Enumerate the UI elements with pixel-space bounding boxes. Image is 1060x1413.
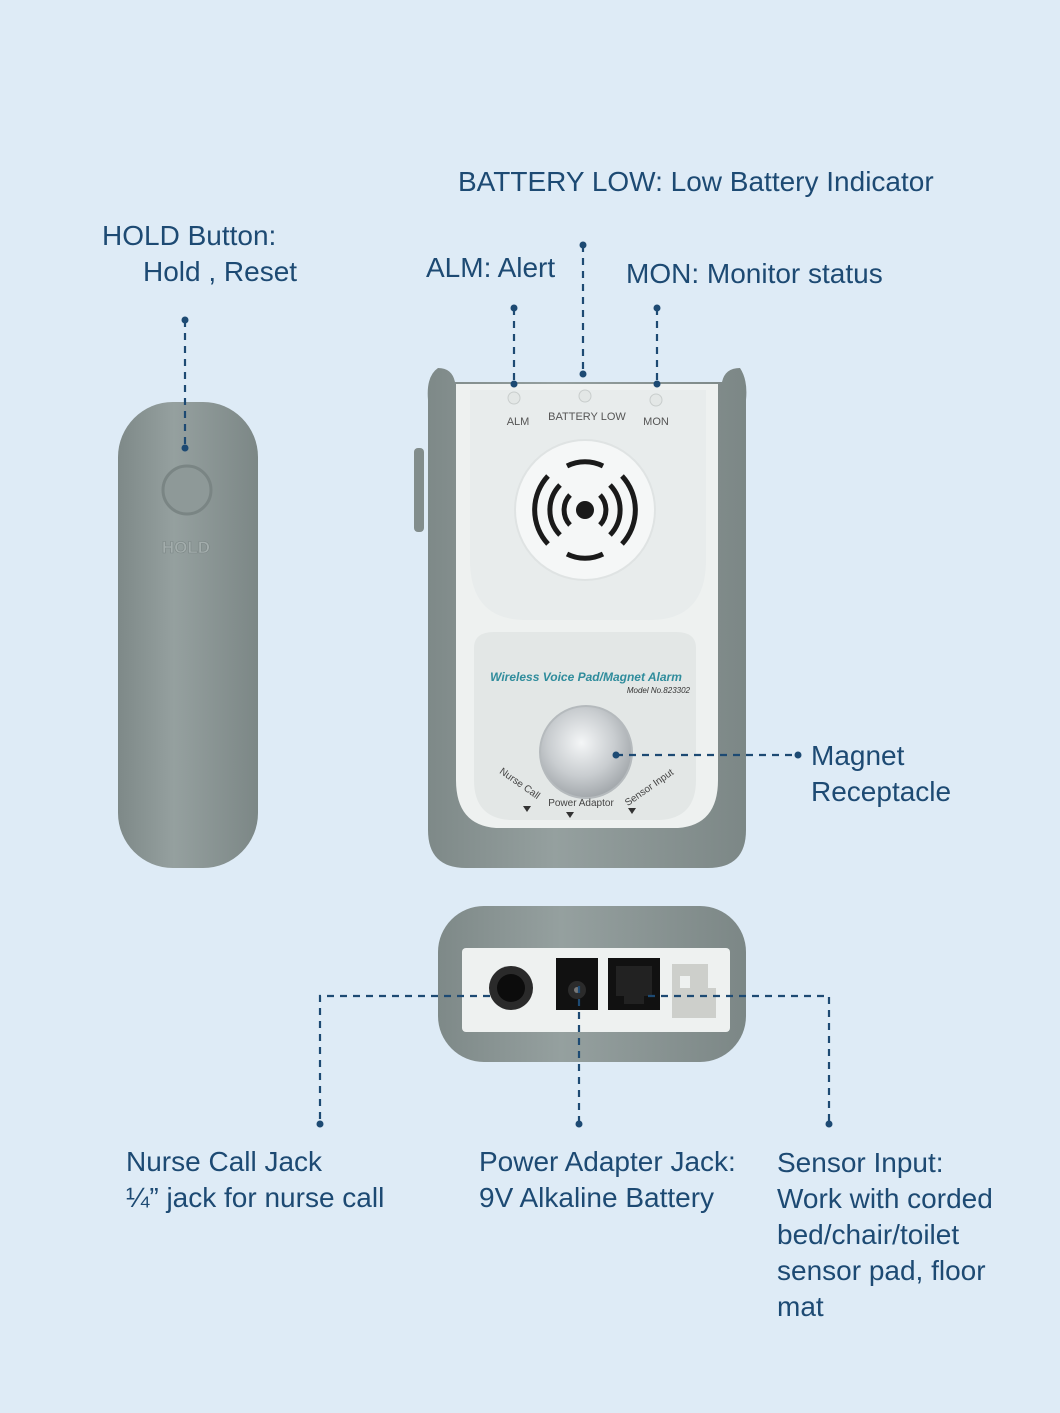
magnet-receptacle[interactable] xyxy=(539,705,633,799)
callout-dots xyxy=(181,241,833,1128)
power-jack-callout-desc: 9V Alkaline Battery xyxy=(479,1182,715,1213)
battery-low-led-label: BATTERY LOW xyxy=(548,411,626,423)
magnet-callout-line2: Receptacle xyxy=(811,776,952,807)
mon-led xyxy=(649,393,663,407)
nurse-call-callout-title: Nurse Call Jack xyxy=(126,1146,323,1177)
power-jack-callout-title: Power Adapter Jack: xyxy=(479,1146,736,1177)
hold-button-label: HOLD xyxy=(162,538,210,557)
nurse-call-jack[interactable] xyxy=(489,966,533,1010)
callout-lines xyxy=(183,245,831,1124)
speaker-icon xyxy=(514,439,656,581)
hold-remote: HOLD xyxy=(118,402,258,868)
battery-low-callout: BATTERY LOW: Low Battery Indicator xyxy=(458,166,934,197)
nurse-call-callout-desc: ¼” jack for nurse call xyxy=(126,1182,385,1213)
sensor-input-callout-desc-3: sensor pad, floor xyxy=(777,1255,986,1286)
sensor-input-callout-desc-2: bed/chair/toilet xyxy=(777,1219,960,1250)
sensor-input-jack[interactable] xyxy=(608,958,660,1010)
alm-led xyxy=(507,391,521,405)
magnet-callout-line1: Magnet xyxy=(811,740,905,771)
alarm-unit: ALM BATTERY LOW MON Wireless Voice Pad/M… xyxy=(414,368,747,868)
hold-button-callout-desc: Hold , Reset xyxy=(143,256,298,287)
alm-led-label: ALM xyxy=(507,416,530,428)
hold-button-callout-title: HOLD Button: xyxy=(102,220,277,251)
sensor-input-callout-desc-1: Work with corded xyxy=(777,1183,993,1214)
hold-button[interactable] xyxy=(161,464,213,516)
sensor-input-callout-title: Sensor Input: xyxy=(777,1147,944,1178)
power-adaptor-port-label: Power Adaptor xyxy=(548,798,614,809)
mon-led-label: MON xyxy=(643,416,669,428)
power-adapter-jack[interactable] xyxy=(556,958,598,1010)
model-number: Model No.823302 xyxy=(627,686,691,695)
product-name: Wireless Voice Pad/Magnet Alarm xyxy=(490,670,682,684)
alm-callout: ALM: Alert xyxy=(426,252,556,283)
alarm-unit-bottom-view xyxy=(438,906,746,1062)
battery-low-led xyxy=(578,389,592,403)
mon-callout: MON: Monitor status xyxy=(626,258,883,289)
sensor-input-callout-desc-4: mat xyxy=(777,1291,824,1322)
